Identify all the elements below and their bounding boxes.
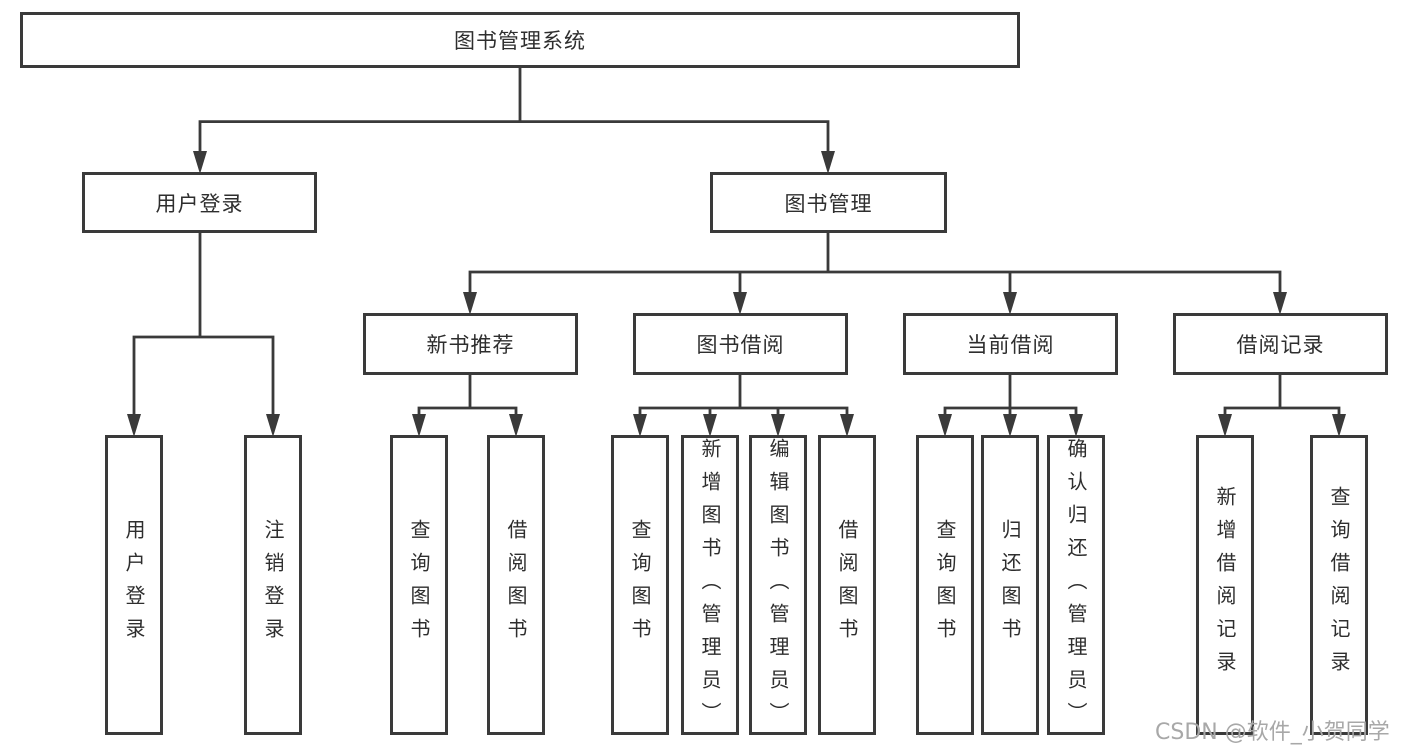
- node-book-management: 图书管理: [710, 172, 947, 233]
- leaf-borrow-edit-book-admin: 编辑图书（管理员）: [749, 435, 807, 735]
- leaf-current-return-book: 归还图书: [981, 435, 1039, 735]
- node-user-login: 用户登录: [82, 172, 317, 233]
- leaf-current-confirm-return-admin: 确认归还（管理员）: [1047, 435, 1105, 735]
- leaf-user-login: 用户登录: [105, 435, 163, 735]
- leaf-borrow-add-book-admin: 新增图书（管理员）: [681, 435, 739, 735]
- leaf-record-add: 新增借阅记录: [1196, 435, 1254, 735]
- node-library-management-system: 图书管理系统: [20, 12, 1020, 68]
- node-book-borrow: 图书借阅: [633, 313, 848, 375]
- leaf-record-query: 查询借阅记录: [1310, 435, 1368, 735]
- leaf-newbook-borrow-book: 借阅图书: [487, 435, 545, 735]
- leaf-newbook-query-book: 查询图书: [390, 435, 448, 735]
- leaf-borrow-borrow-book: 借阅图书: [818, 435, 876, 735]
- leaf-current-query-book: 查询图书: [916, 435, 974, 735]
- leaf-logout: 注销登录: [244, 435, 302, 735]
- leaf-borrow-query-book: 查询图书: [611, 435, 669, 735]
- node-new-book-recommend: 新书推荐: [363, 313, 578, 375]
- node-borrow-record: 借阅记录: [1173, 313, 1388, 375]
- node-current-borrow: 当前借阅: [903, 313, 1118, 375]
- csdn-watermark: CSDN @软件_小贺同学: [1155, 720, 1390, 745]
